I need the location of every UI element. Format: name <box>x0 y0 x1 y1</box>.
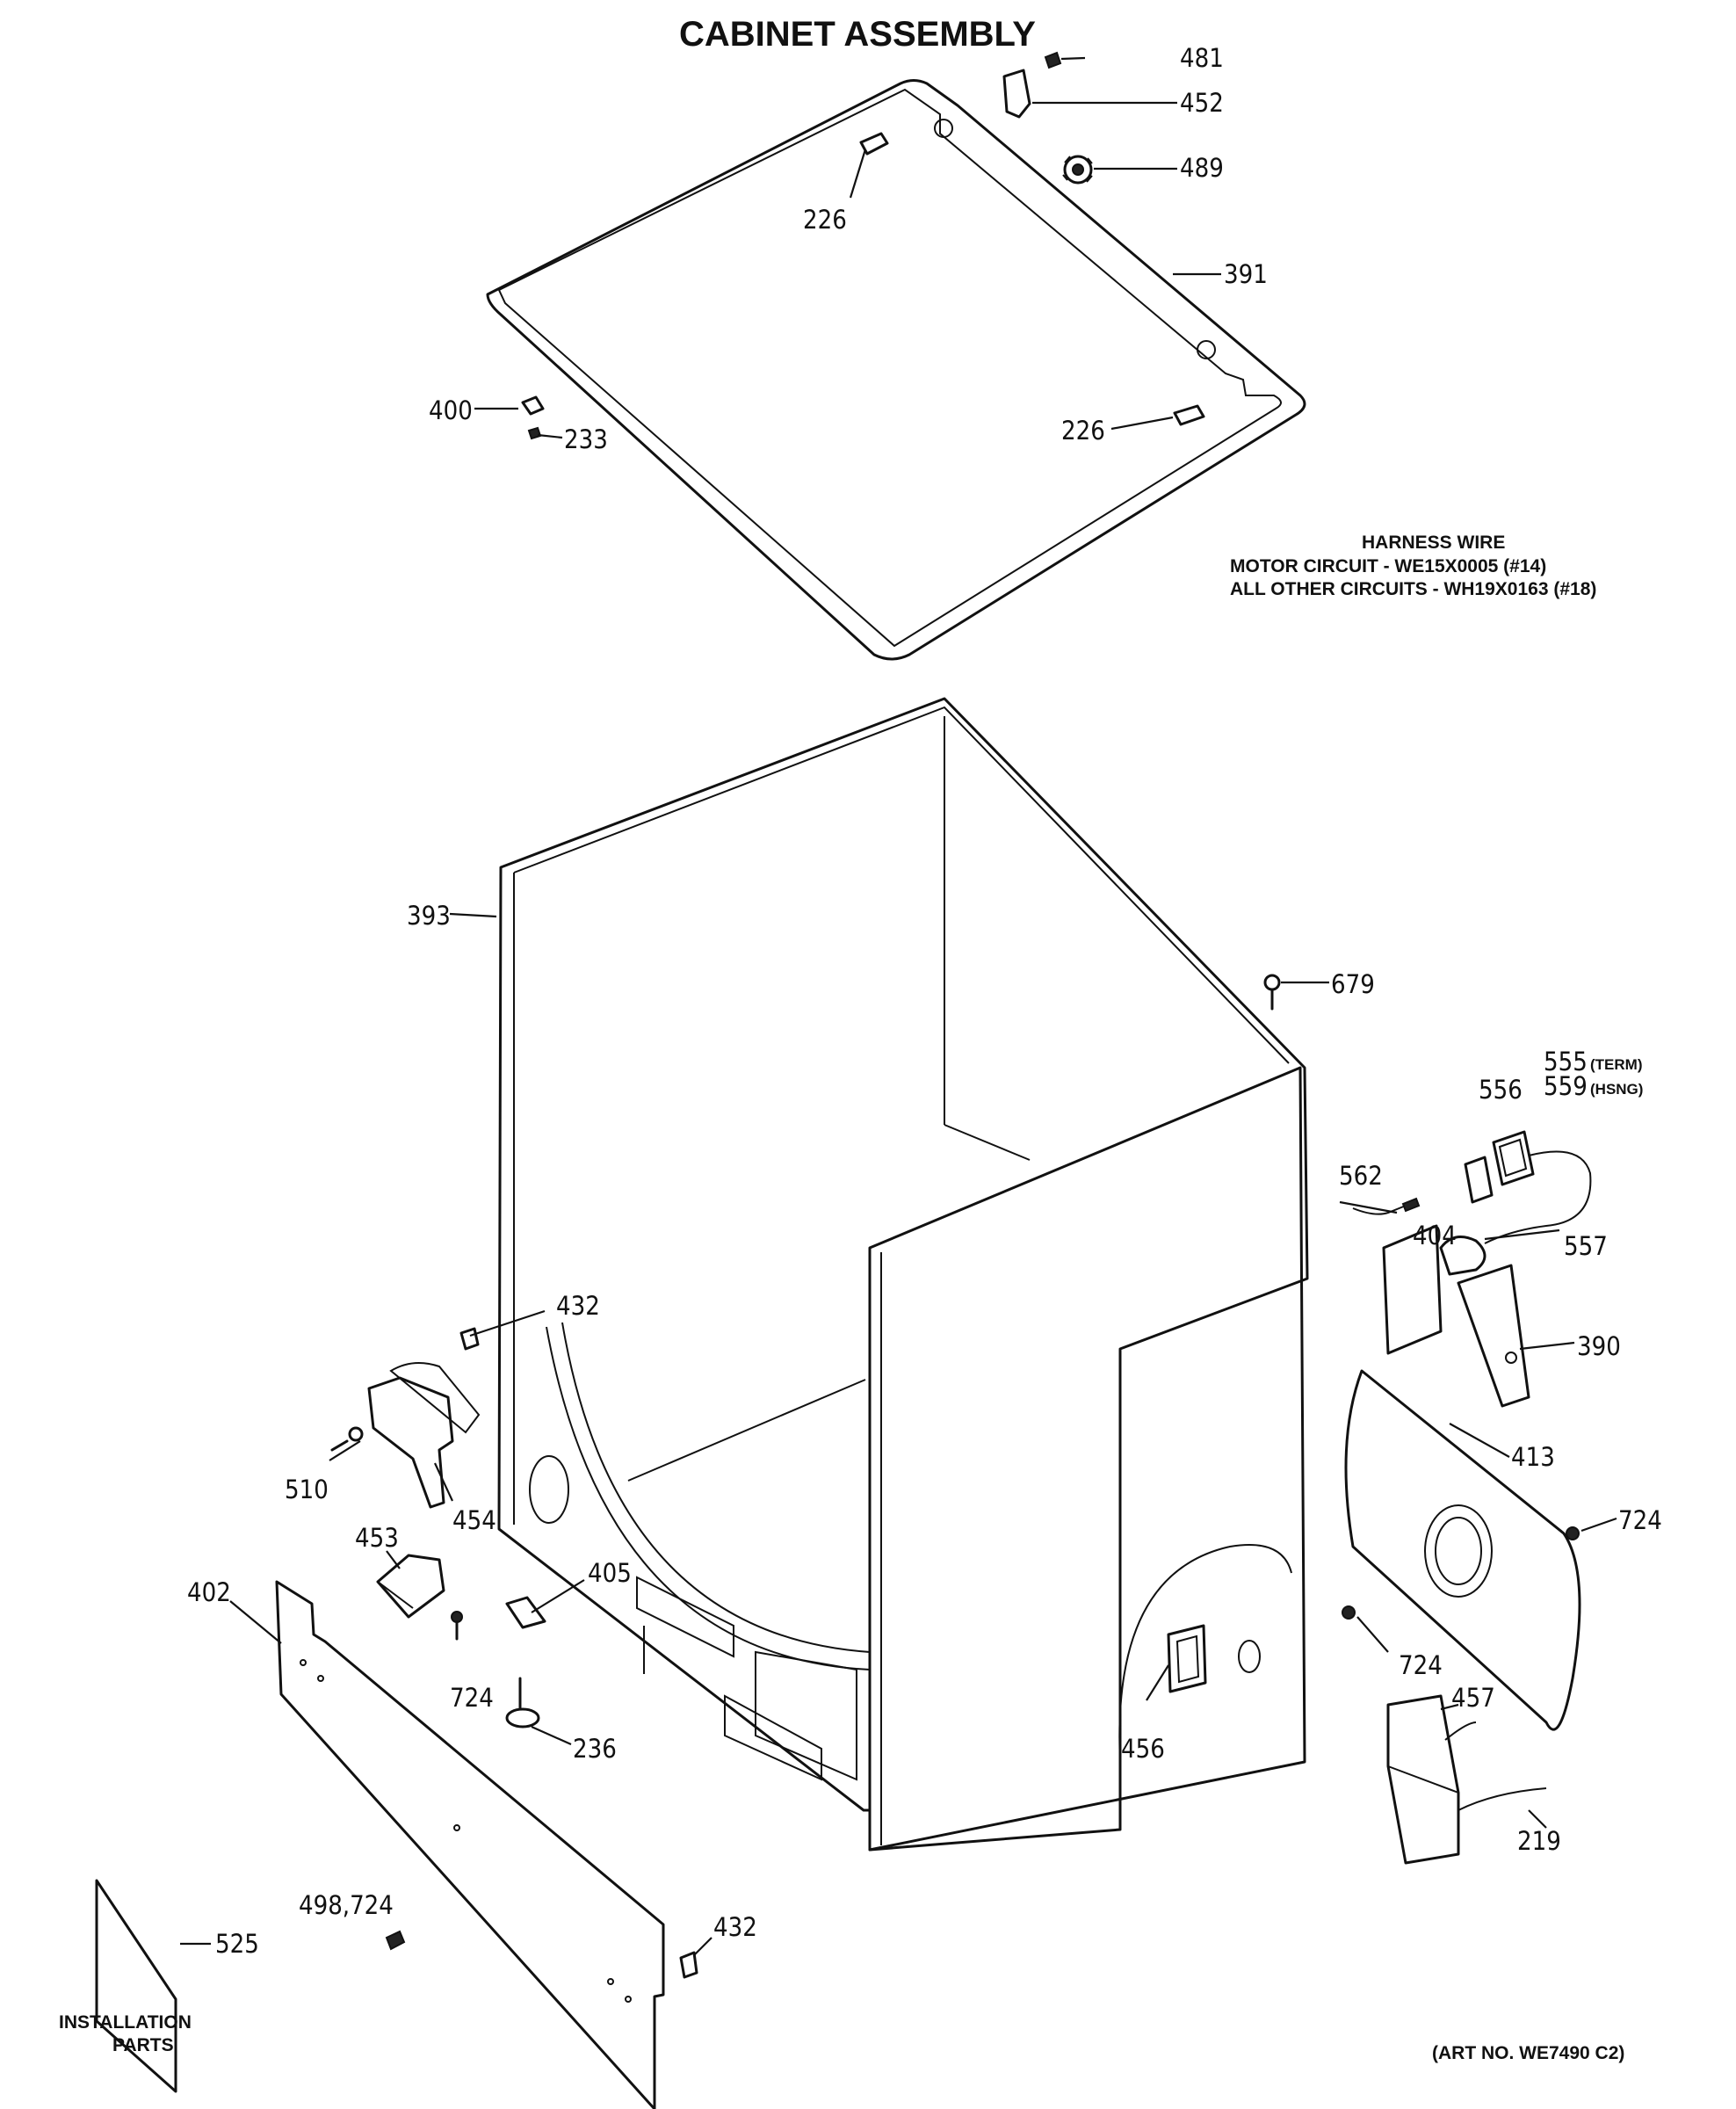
callout-233: 233 <box>564 424 608 454</box>
callout-390: 390 <box>1577 1331 1621 1361</box>
callout-393: 393 <box>407 901 451 931</box>
callout-510: 510 <box>285 1475 329 1504</box>
callout-724-right-lower: 724 <box>1399 1650 1443 1680</box>
callout-413: 413 <box>1511 1442 1555 1472</box>
callout-559: 559 <box>1544 1071 1588 1101</box>
callout-452: 452 <box>1180 88 1224 118</box>
callout-226-bottom: 226 <box>1061 416 1105 446</box>
screws-724-right <box>1342 1526 1580 1620</box>
callout-402: 402 <box>187 1577 231 1607</box>
kick-panel-402 <box>275 1580 665 2109</box>
callout-724-right: 724 <box>1618 1505 1662 1535</box>
callout-481: 481 <box>1180 43 1224 73</box>
screw-498 <box>385 1930 406 1951</box>
harness-heading: HARNESS WIRE <box>1362 533 1505 553</box>
callout-525: 525 <box>215 1929 259 1959</box>
top-panel <box>486 79 1306 661</box>
callout-labels: 481 452 489 226 391 400 233 226 393 679 … <box>187 43 1662 1959</box>
callout-432-bottom: 432 <box>713 1912 757 1942</box>
installation-envelope <box>95 1879 177 2093</box>
callout-555-note: (TERM) <box>1590 1056 1642 1073</box>
callout-226-top: 226 <box>803 205 847 235</box>
callout-453: 453 <box>355 1523 399 1553</box>
callout-432-top: 432 <box>556 1291 600 1321</box>
top-hardware <box>521 51 1093 440</box>
block-457 <box>1386 1694 1547 1865</box>
harness-note: HARNESS WIRE MOTOR CIRCUIT - WE15X0005 (… <box>1230 533 1596 599</box>
callout-489: 489 <box>1180 153 1224 183</box>
art-number: (ART NO. WE7490 C2) <box>1432 2043 1624 2063</box>
diagram-title: CABINET ASSEMBLY <box>679 15 1036 54</box>
callout-556: 556 <box>1479 1075 1523 1105</box>
installation-label-1: INSTALLATION <box>59 2012 192 2033</box>
callout-457: 457 <box>1451 1683 1495 1713</box>
callout-456: 456 <box>1121 1734 1165 1764</box>
callout-400: 400 <box>429 395 473 425</box>
callout-557: 557 <box>1564 1231 1608 1261</box>
cabinet <box>497 697 1309 1852</box>
callout-679: 679 <box>1331 969 1375 999</box>
callout-236: 236 <box>573 1734 617 1764</box>
terminal-block-parts <box>1352 1130 1592 1408</box>
harness-line-2: ALL OTHER CIRCUITS - WH19X0163 (#18) <box>1230 579 1596 599</box>
leader-lines <box>180 101 1617 1956</box>
callout-454: 454 <box>452 1505 496 1535</box>
callout-219: 219 <box>1517 1826 1561 1856</box>
clip-432-bottom <box>679 1951 698 1979</box>
callout-562: 562 <box>1339 1161 1383 1191</box>
harness-line-1: MOTOR CIRCUIT - WE15X0005 (#14) <box>1230 556 1546 576</box>
callout-559-note: (HSNG) <box>1590 1081 1643 1098</box>
callout-404: 404 <box>1413 1221 1457 1250</box>
screw-679 <box>1263 974 1329 1011</box>
callout-498-724: 498,724 <box>299 1890 394 1920</box>
callout-391: 391 <box>1224 259 1268 289</box>
rear-panel-413 <box>1344 1369 1581 1731</box>
callout-555: 555 <box>1544 1047 1588 1076</box>
installation-label-2: PARTS <box>112 2035 174 2055</box>
left-side-parts <box>330 1327 546 1729</box>
callout-724-mid: 724 <box>450 1683 494 1713</box>
callout-405: 405 <box>588 1558 632 1588</box>
